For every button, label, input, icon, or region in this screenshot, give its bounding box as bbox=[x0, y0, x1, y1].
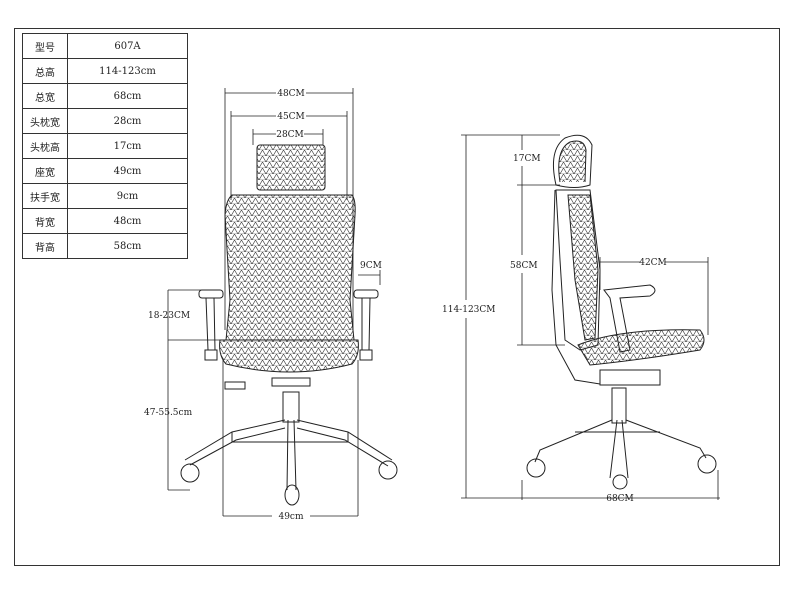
spec-label: 背宽 bbox=[22, 208, 68, 234]
front-seat bbox=[219, 339, 359, 373]
spec-value: 58cm bbox=[67, 233, 188, 259]
front-seat-width-label: 49cm bbox=[278, 512, 303, 522]
side-base bbox=[534, 419, 707, 479]
front-left-armrest bbox=[198, 289, 224, 299]
spec-value: 9cm bbox=[67, 183, 188, 209]
front-caster bbox=[180, 463, 200, 483]
front-back-width-outer-label: 48CM bbox=[277, 89, 305, 99]
spec-value: 17cm bbox=[67, 133, 188, 159]
side-headrest-height-label: 17CM bbox=[513, 154, 541, 164]
spec-label: 总宽 bbox=[22, 83, 68, 109]
front-headrest bbox=[256, 144, 326, 191]
side-seat bbox=[577, 329, 705, 366]
spec-value: 607A bbox=[67, 33, 188, 59]
side-caster bbox=[697, 454, 717, 474]
spec-label: 背高 bbox=[22, 233, 68, 259]
front-backrest bbox=[224, 194, 356, 341]
front-chair bbox=[180, 144, 398, 506]
spec-label: 座宽 bbox=[22, 158, 68, 184]
side-seat-depth-label: 42CM bbox=[639, 258, 667, 268]
side-back-height-label: 58CM bbox=[510, 261, 538, 271]
front-base bbox=[184, 419, 393, 491]
front-caster bbox=[284, 484, 300, 506]
front-seat-height-label: 47-55.5cm bbox=[144, 408, 193, 418]
front-armrest-width-label: 9CM bbox=[360, 261, 382, 271]
drawing-frame bbox=[14, 28, 780, 566]
front-caster bbox=[378, 460, 398, 480]
side-armrest bbox=[603, 284, 656, 353]
side-caster bbox=[526, 458, 546, 478]
front-armrest-height-label: 18-23CM bbox=[148, 311, 190, 321]
side-chair bbox=[526, 134, 717, 490]
side-total-height-label: 114-123CM bbox=[442, 305, 496, 315]
side-headrest bbox=[553, 134, 593, 188]
side-caster bbox=[612, 474, 628, 490]
spec-label: 扶手宽 bbox=[22, 183, 68, 209]
spec-value: 68cm bbox=[67, 83, 188, 109]
front-headrest-width-label: 28CM bbox=[276, 130, 304, 140]
front-back-width-inner-label: 45CM bbox=[277, 112, 305, 122]
side-total-width-label: 68CM bbox=[606, 494, 634, 504]
front-right-armrest bbox=[353, 289, 379, 299]
